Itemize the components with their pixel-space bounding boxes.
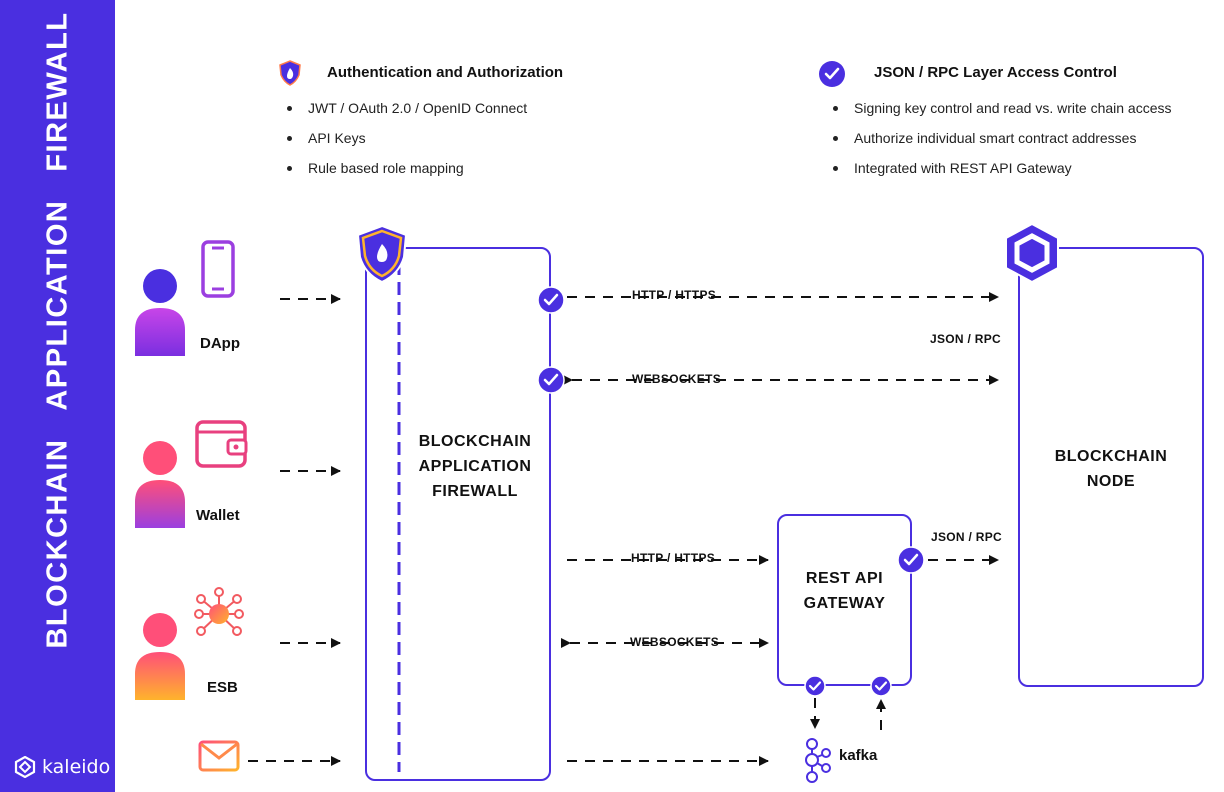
kaleido-logo-icon (14, 756, 36, 778)
person-esb-icon (135, 613, 185, 700)
check-badge-icon (537, 366, 565, 394)
label-websockets-mid: WEBSOCKETS (630, 635, 720, 649)
rpc-list: Signing key control and read vs. write c… (830, 100, 1172, 190)
list-item: API Keys (284, 130, 527, 160)
rest-api-gateway-box (777, 514, 912, 686)
node-label-line: BLOCKCHAIN (1054, 448, 1168, 465)
label-jsonrpc-top: JSON / RPC (930, 332, 1002, 346)
auth-list: JWT / OAuth 2.0 / OpenID Connect API Key… (284, 100, 527, 190)
rpc-section-title: JSON / RPC Layer Access Control (874, 64, 1117, 81)
list-item: Authorize individual smart contract addr… (830, 130, 1172, 160)
list-item: JWT / OAuth 2.0 / OpenID Connect (284, 100, 527, 130)
firewall-label: BLOCKCHAIN APPLICATION FIREWALL (395, 429, 555, 504)
list-item: Signing key control and read vs. write c… (830, 100, 1172, 130)
label-http-mid: HTTP / HTTPS (631, 551, 716, 565)
node-label: BLOCKCHAIN NODE (1031, 444, 1191, 494)
check-badge-icon (870, 675, 892, 697)
gateway-label-line: GATEWAY (803, 595, 886, 612)
smartphone-icon (201, 240, 235, 298)
blockchain-node-hexagon-icon (1005, 222, 1059, 284)
label-websockets-top: WEBSOCKETS (632, 372, 722, 386)
brand-name: kaleido (42, 756, 111, 778)
actor-label-esb: ESB (207, 679, 238, 696)
blockchain-node-box (1018, 247, 1204, 687)
firewall-label-line: BLOCKCHAIN (418, 433, 532, 450)
shield-icon (279, 60, 301, 86)
person-dapp-icon (135, 269, 185, 356)
check-badge-icon (897, 546, 925, 574)
firewall-label-line: FIREWALL (432, 483, 518, 500)
kafka-logo-icon (805, 738, 831, 783)
label-http-top: HTTP / HTTPS (632, 288, 717, 302)
wallet-icon (195, 420, 248, 468)
actor-label-dapp: DApp (200, 335, 240, 352)
auth-section-title: Authentication and Authorization (327, 64, 564, 81)
email-icon (198, 740, 240, 772)
check-badge-icon (804, 675, 826, 697)
firewall-box (365, 247, 551, 781)
person-wallet-icon (135, 441, 185, 528)
gateway-label-line: REST API (805, 570, 884, 587)
kaleido-logo: kaleido (14, 756, 110, 778)
kafka-label: kafka (839, 747, 878, 764)
actor-label-wallet: Wallet (196, 507, 240, 524)
node-label-line: NODE (1086, 473, 1136, 490)
firewall-label-line: APPLICATION (418, 458, 532, 475)
network-hub-icon (194, 587, 244, 636)
check-badge-icon (537, 286, 565, 314)
list-item: Integrated with REST API Gateway (830, 160, 1172, 190)
firewall-shield-icon (356, 224, 408, 284)
sidebar: BLOCKCHAINAPPLICATIONFIREWALL kaleido (0, 0, 115, 792)
gateway-label: REST API GATEWAY (779, 566, 910, 616)
label-jsonrpc-gateway: JSON / RPC (931, 530, 1003, 544)
check-circle-icon (819, 61, 845, 87)
list-item: Rule based role mapping (284, 160, 527, 190)
